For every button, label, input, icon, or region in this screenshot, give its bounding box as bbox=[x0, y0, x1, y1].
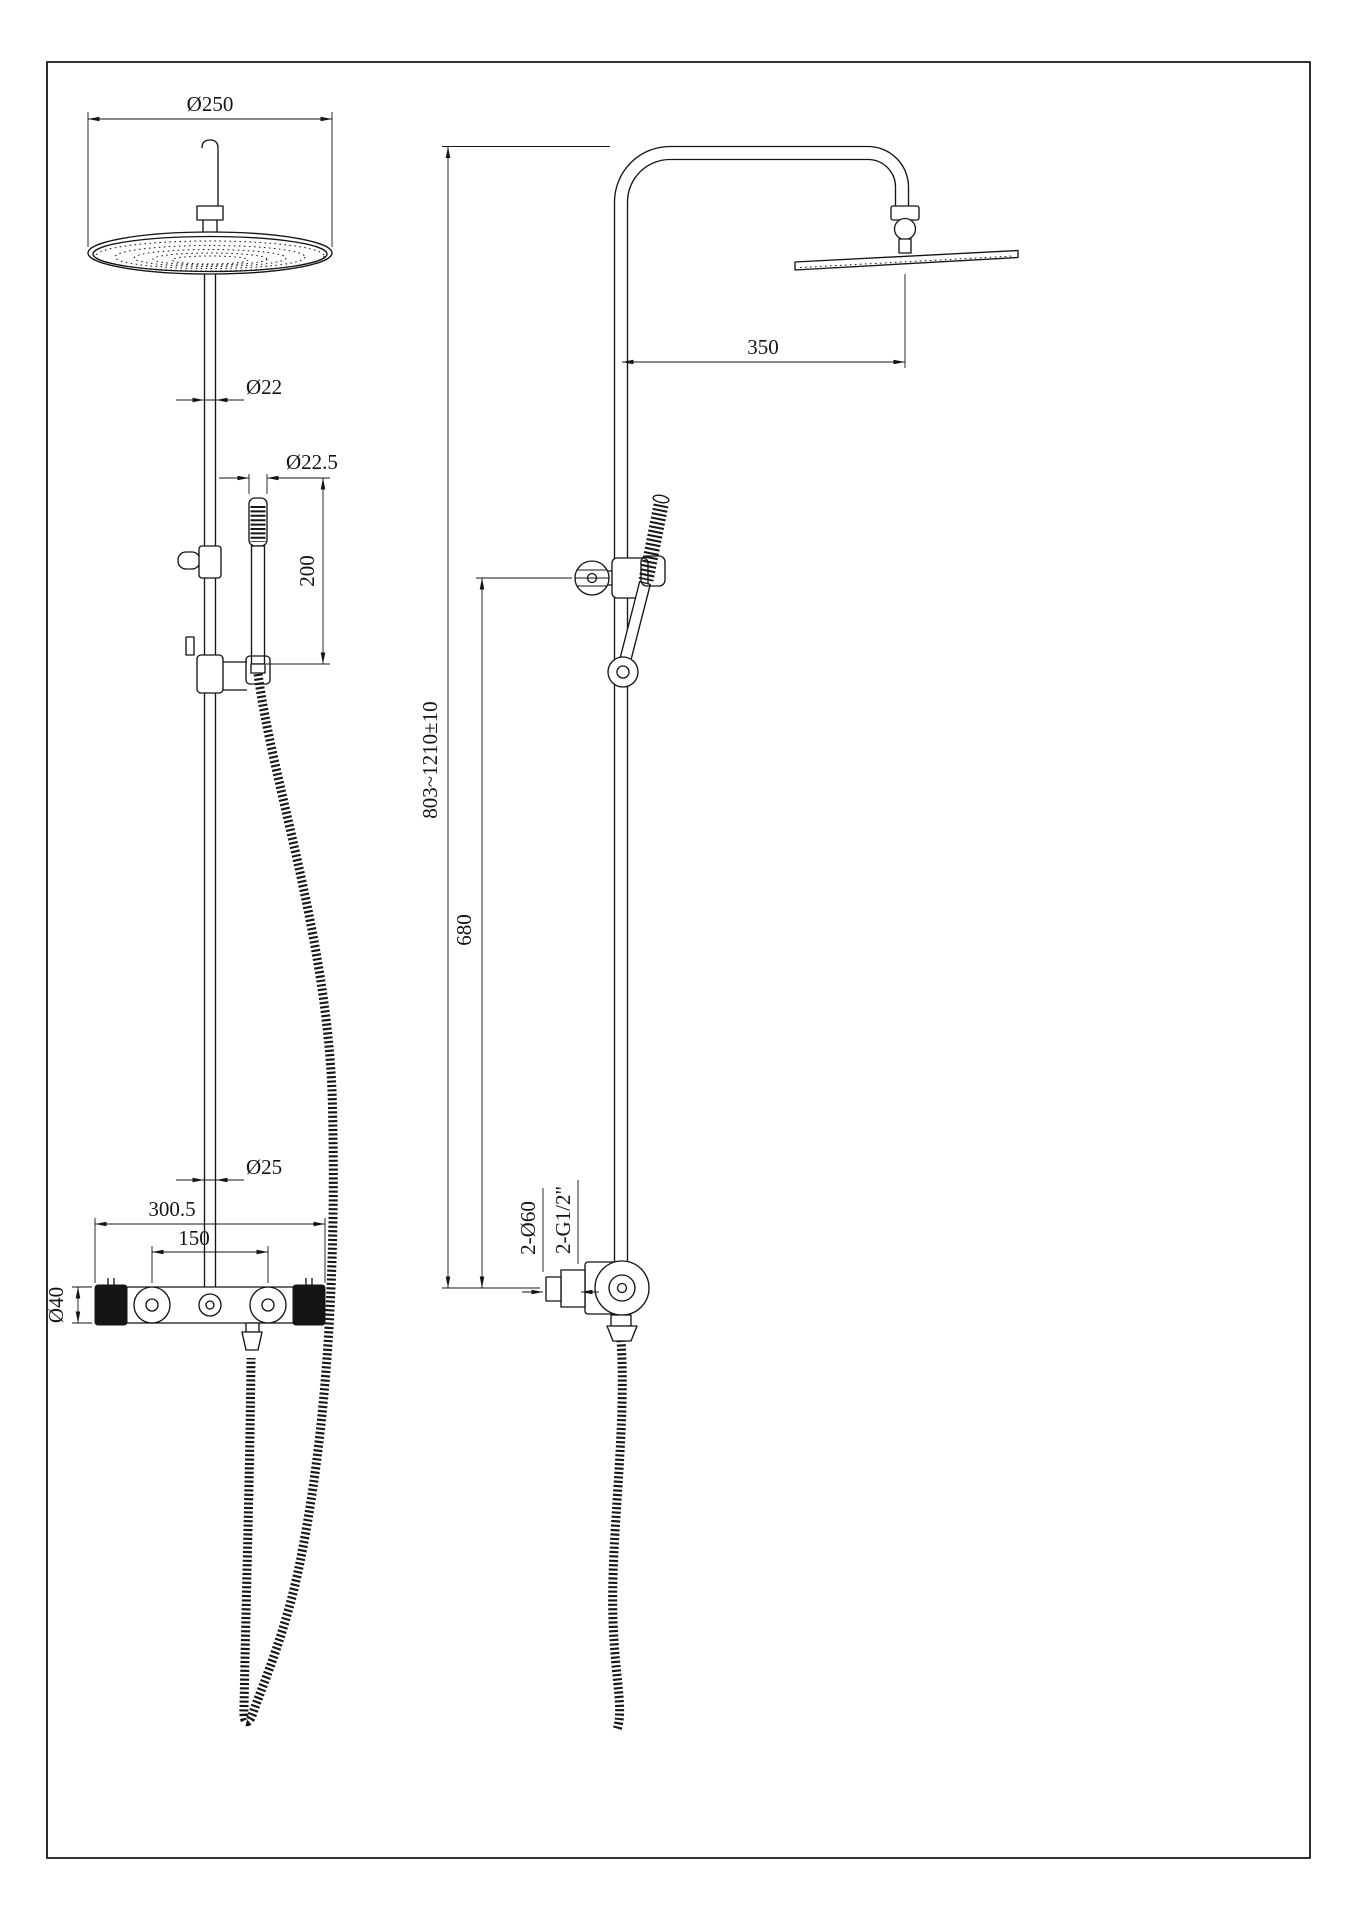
dim-label-valve-center-distance: 150 bbox=[178, 1226, 210, 1250]
dim-label-head-arm-reach: 350 bbox=[747, 335, 779, 359]
dimensions-side: 350 803~1210±10 680 2-Ø60 2-G1/2" bbox=[418, 146, 906, 1295]
handset-holder-front bbox=[185, 636, 247, 694]
drawing-border bbox=[46, 61, 1311, 1859]
riser-pipe-front bbox=[196, 139, 224, 1287]
dim-label-lower-pipe-diameter: Ø25 bbox=[246, 1155, 282, 1179]
hand-shower-side bbox=[607, 494, 670, 688]
dimensions-front: Ø250 Ø22 Ø22.5 200 Ø25 300.5 150 Ø40 bbox=[44, 92, 338, 1324]
shower-head-front bbox=[87, 231, 333, 275]
dim-label-handshower-length: 200 bbox=[295, 555, 319, 587]
dim-label-handshower-diameter: Ø22.5 bbox=[286, 450, 338, 474]
dim-label-head-diameter: Ø250 bbox=[187, 92, 234, 116]
dim-label-pipe-diameter: Ø22 bbox=[246, 375, 282, 399]
dim-label-inlet-diameter: 2-Ø60 bbox=[516, 1201, 540, 1255]
dim-label-overall-height: 803~1210±10 bbox=[418, 701, 442, 818]
dim-label-inlet-thread: 2-G1/2" bbox=[551, 1186, 575, 1254]
dim-label-mixer-width: 300.5 bbox=[148, 1197, 195, 1221]
shower-hose-side bbox=[606, 1314, 638, 1732]
dim-label-slider-height: 680 bbox=[452, 914, 476, 946]
dim-label-mixer-body-diameter: Ø40 bbox=[44, 1287, 68, 1323]
front-view: Ø250 Ø22 Ø22.5 200 Ø25 300.5 150 Ø40 bbox=[44, 92, 338, 1727]
shower-head-side bbox=[794, 249, 1019, 271]
side-view: 350 803~1210±10 680 2-Ø60 2-G1/2" bbox=[418, 145, 1019, 1732]
slider-bracket-front bbox=[177, 545, 222, 579]
mixer-valve-front bbox=[94, 1278, 326, 1351]
shower-hose-front bbox=[239, 673, 338, 1727]
mixer-valve-side bbox=[545, 1260, 650, 1316]
riser-pipe-side bbox=[613, 145, 920, 1265]
hand-shower-front bbox=[245, 497, 271, 685]
